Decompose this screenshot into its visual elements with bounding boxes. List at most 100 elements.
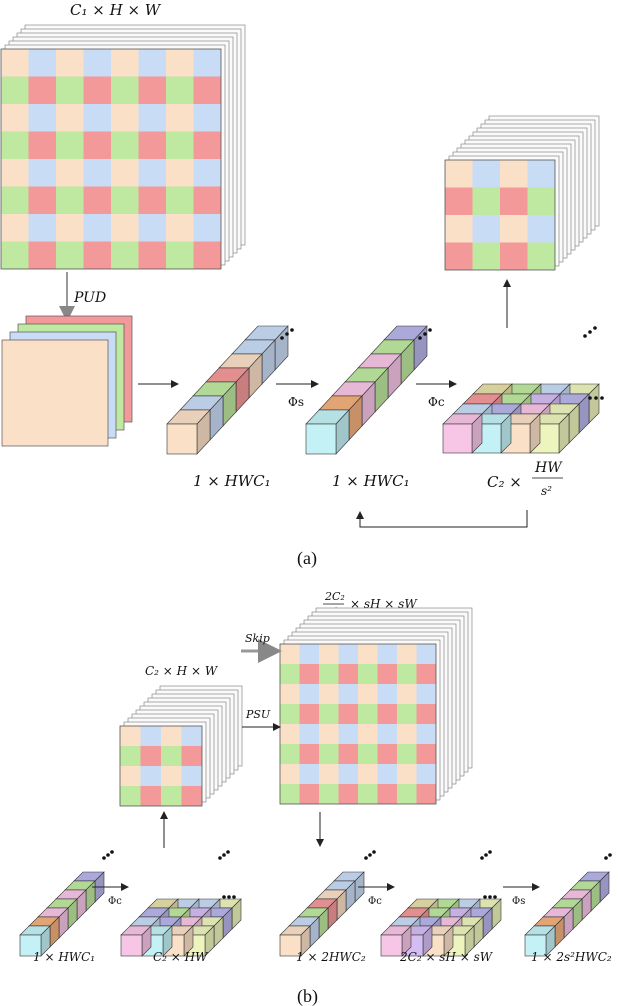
cube-front [120, 934, 143, 957]
grid-cell [527, 242, 555, 270]
ellipsis-dot [110, 850, 114, 854]
grid-cell [299, 724, 319, 744]
ellipsis-dot [364, 856, 368, 860]
grid-cell [500, 242, 528, 270]
matrix-label: C₂ × [487, 473, 522, 491]
grid-cell [416, 644, 436, 664]
grid-cell [166, 159, 194, 187]
grid-cell [299, 664, 319, 684]
grid-cell [280, 784, 300, 804]
ellipsis-dot [222, 853, 226, 857]
cube-front [19, 934, 42, 957]
grid-cell [166, 76, 194, 104]
top-label-rest: × sH × sW [350, 597, 418, 611]
grid-cell [280, 704, 300, 724]
b-vector-1 [19, 850, 114, 957]
grid-cell [138, 159, 166, 187]
grid-border [444, 159, 556, 271]
grid-cell [138, 49, 166, 77]
b-label-4: 1 × 2s²HWC₂ [531, 950, 612, 964]
ellipsis-dot [600, 396, 604, 400]
ellipsis-dot [428, 328, 432, 332]
grid-cell [500, 215, 528, 243]
grid-cell [1, 49, 29, 77]
ellipsis-dot [608, 853, 612, 857]
grid-cell [193, 49, 221, 77]
grid-cell [500, 187, 528, 215]
grid-cell [28, 241, 56, 269]
grid-cell [397, 644, 417, 664]
grid-cell [416, 724, 436, 744]
grid-cell [161, 766, 182, 786]
grid-cell [416, 744, 436, 764]
grid-cell [338, 744, 358, 764]
grid-cell [111, 76, 139, 104]
ellipsis-dot [588, 330, 592, 334]
grid-cell [56, 214, 84, 242]
grid-cell [140, 746, 161, 766]
grid-cell [280, 664, 300, 684]
cube-front [166, 423, 198, 455]
grid-cell [28, 104, 56, 132]
grid-cell [1, 76, 29, 104]
grid-cell [161, 746, 182, 766]
grid-cell [319, 744, 339, 764]
grid-cell [377, 744, 397, 764]
grid-cell [338, 784, 358, 804]
grid-cell [161, 786, 182, 806]
top-label-num: 2C₂ [324, 590, 345, 603]
grid-cell [138, 131, 166, 159]
grid-cell [193, 76, 221, 104]
ellipsis-dot [106, 853, 110, 857]
mid-label: C₂ × H × W [145, 664, 219, 678]
ellipsis-dot [280, 336, 284, 340]
b-label-3: 2C₂ × sH × sW [399, 950, 494, 964]
grid-cell [83, 76, 111, 104]
grid-cell [416, 704, 436, 724]
v2-cube-0 [305, 409, 350, 455]
grid-cell [166, 49, 194, 77]
ellipsis-dot [484, 853, 488, 857]
cube-front [524, 934, 547, 957]
grid-cell [28, 49, 56, 77]
v1-cube-0 [166, 409, 211, 455]
skip-label: Skip [245, 632, 270, 645]
b-v1-cube-0 [19, 925, 51, 957]
ellipsis-dot [493, 895, 497, 899]
grid-cell [111, 214, 139, 242]
grid-cell [28, 186, 56, 214]
grid-cell [299, 684, 319, 704]
panel-a: C₁ × H × W PUD Φs Φc 1 × HWC₁ 1 × HWC₁ C… [0, 1, 604, 569]
grid-border [119, 725, 203, 807]
grid-cell [358, 684, 378, 704]
grid-cell [416, 784, 436, 804]
b-matrix-2 [380, 850, 502, 957]
grid-cell [338, 764, 358, 784]
ellipsis-dot [218, 856, 222, 860]
b-v3-cube-0 [524, 925, 556, 957]
grid-cell [280, 684, 300, 704]
ellipsis-dot [423, 332, 427, 336]
vector-2 [305, 325, 432, 455]
grid-cell [527, 215, 555, 243]
grid-cell [1, 186, 29, 214]
grid-cell [166, 214, 194, 242]
grid-cell [358, 724, 378, 744]
grid-cell [166, 104, 194, 132]
grid-cell [319, 724, 339, 744]
ellipsis-dot [232, 895, 236, 899]
ellipsis-dot [488, 895, 492, 899]
grid-cell [280, 644, 300, 664]
cube-front [380, 934, 403, 957]
ellipsis-dot [483, 895, 487, 899]
grid-cell [338, 684, 358, 704]
grid-cell [181, 746, 202, 766]
grid-cell [358, 704, 378, 724]
grid-cell [28, 131, 56, 159]
grid-cell [472, 215, 500, 243]
ellipsis-dot [418, 336, 422, 340]
grid-cell [120, 746, 141, 766]
grid-cell [445, 187, 473, 215]
grid-cell [299, 704, 319, 724]
